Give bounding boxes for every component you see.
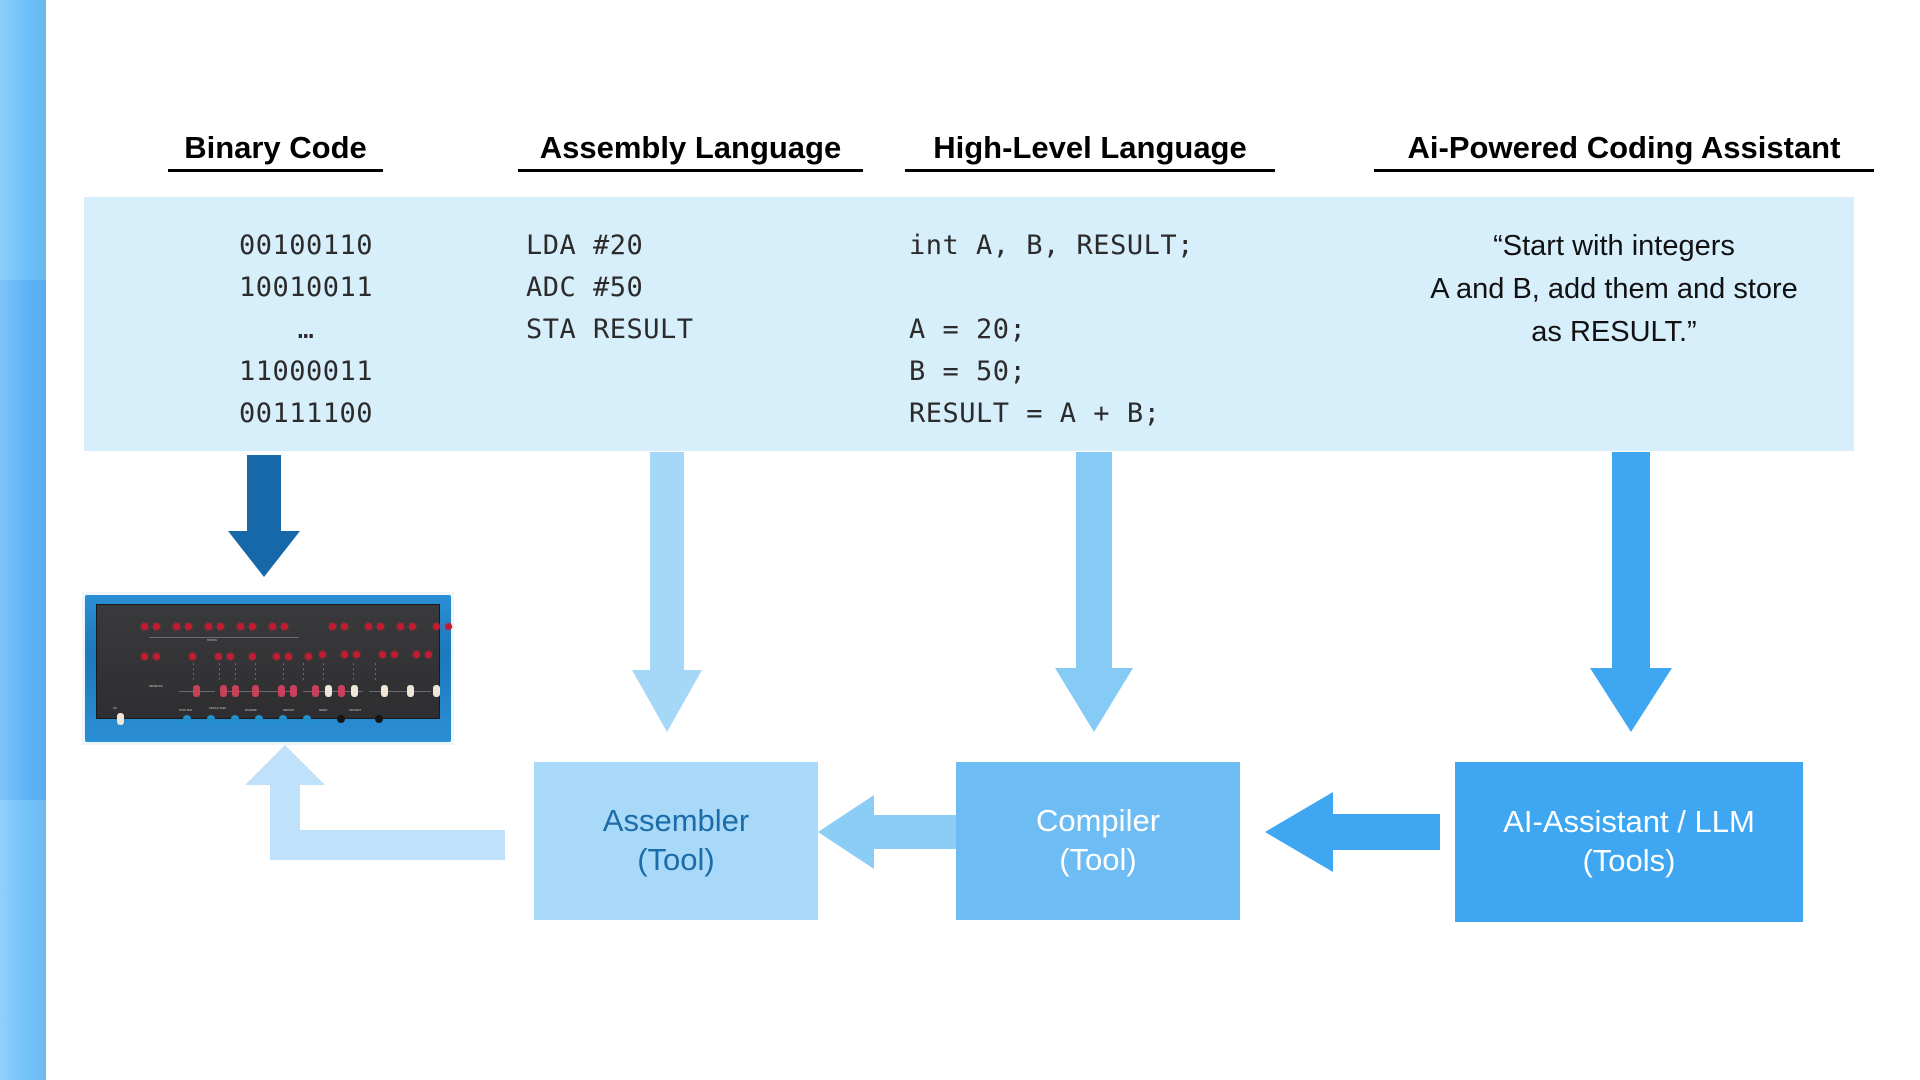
arrow-vertical-segment: [270, 776, 300, 860]
ai-prompt-column: “Start with integers A and B, add them a…: [1374, 197, 1854, 451]
data-led-row-mid: [189, 653, 317, 660]
ai-prompt-line: as RESULT.”: [1531, 316, 1697, 348]
column-headings-row: Binary Code Assembly Language High-Level…: [0, 130, 1920, 180]
arrow-shaft: [1612, 452, 1650, 670]
arrow-horizontal-segment: [270, 830, 505, 860]
toggle-switch-group-left[interactable]: [193, 685, 350, 697]
power-switch[interactable]: [117, 713, 124, 725]
arrow-shaft: [872, 815, 958, 849]
left-accent-band: [0, 0, 46, 1080]
arrow-head: [245, 745, 325, 785]
heading-high-level-language: High-Level Language: [905, 130, 1275, 172]
high-level-line: int A, B, RESULT;: [909, 230, 1194, 261]
arrow-left-icon-ai-to-compiler: [1265, 792, 1440, 872]
assembly-line: ADC #50: [526, 272, 644, 303]
arrow-head: [818, 795, 874, 869]
accent-band-segment-middle: [0, 280, 46, 800]
high-level-line: B = 50;: [909, 356, 1027, 387]
ai-prompt-line: “Start with integers: [1493, 230, 1735, 262]
arrow-shaft: [1332, 814, 1440, 850]
ai-assistant-tool-box[interactable]: AI-Assistant / LLM (Tools): [1455, 762, 1803, 922]
heading-ai-coding-assistant: Ai-Powered Coding Assistant: [1374, 130, 1874, 172]
binary-line: 00100110: [238, 230, 374, 261]
arrow-shaft: [247, 455, 281, 533]
code-comparison-panel: 00100110 10010011 … 11000011 00111100 LD…: [84, 197, 1854, 451]
data-led-row-right: [319, 651, 437, 658]
high-level-blank-line: [909, 267, 1339, 309]
status-underline: [149, 637, 299, 638]
data-led-row-left: [141, 653, 165, 660]
toggle-switch-group-right[interactable]: [325, 685, 445, 697]
arrow-left-icon-compiler-to-assembler: [818, 795, 958, 869]
arrow-shaft: [650, 452, 684, 672]
computer-front-panel: STATUS: [96, 604, 452, 725]
high-level-line: A = 20;: [909, 314, 1027, 345]
assembly-line: STA RESULT: [526, 314, 694, 345]
assembly-code-column: LDA #20 ADC #50 STA RESULT: [526, 197, 886, 451]
assembler-tool-box[interactable]: Assembler (Tool): [534, 762, 818, 920]
high-level-code-column: int A, B, RESULT; A = 20; B = 50; RESULT…: [909, 197, 1339, 451]
heading-assembly-language: Assembly Language: [518, 130, 863, 172]
compiler-tool-box[interactable]: Compiler (Tool): [956, 762, 1240, 920]
arrow-down-icon-ai-to-llm: [1590, 452, 1672, 732]
binary-code-column: 00100110 10010011 … 11000011 00111100: [166, 197, 446, 451]
binary-line: 11000011: [238, 356, 374, 387]
compiler-subtitle: (Tool): [1059, 842, 1137, 877]
ai-prompt-line: A and B, add them and store: [1430, 273, 1798, 305]
heading-binary-code: Binary Code: [168, 130, 383, 172]
control-button-row[interactable]: [183, 715, 399, 723]
accent-band-segment-top: [0, 0, 46, 280]
arrow-elbow-up-icon-assembler-to-computer: [245, 745, 505, 860]
binary-line: 10010011: [238, 272, 374, 303]
ai-assistant-subtitle: (Tools): [1582, 843, 1676, 878]
high-level-line: RESULT = A + B;: [909, 398, 1161, 429]
arrow-head: [1265, 792, 1333, 872]
arrow-head: [632, 670, 702, 732]
arrow-head: [1055, 668, 1133, 732]
binary-line: 00111100: [238, 398, 374, 429]
arrow-down-icon-assembly-to-assembler: [632, 452, 702, 732]
arrow-down-icon-highlevel-to-compiler: [1055, 452, 1133, 732]
vintage-computer-front-panel-icon: STATUS: [82, 592, 454, 745]
arrow-head: [1590, 668, 1672, 732]
ai-assistant-title: AI-Assistant / LLM: [1503, 804, 1755, 840]
assembler-subtitle: (Tool): [637, 842, 715, 877]
assembly-line: LDA #20: [526, 230, 644, 261]
binary-line-ellipsis: …: [297, 314, 315, 345]
arrow-down-icon-binary-to-computer: [228, 455, 300, 577]
arrow-head: [228, 531, 300, 577]
assembler-title: Assembler: [602, 803, 750, 839]
address-led-row: [329, 623, 457, 630]
status-led-row: [141, 623, 293, 630]
accent-band-gloss: [0, 0, 46, 1080]
accent-band-segment-bottom: [0, 800, 46, 1080]
compiler-title: Compiler: [1035, 803, 1161, 839]
arrow-shaft: [1076, 452, 1112, 670]
